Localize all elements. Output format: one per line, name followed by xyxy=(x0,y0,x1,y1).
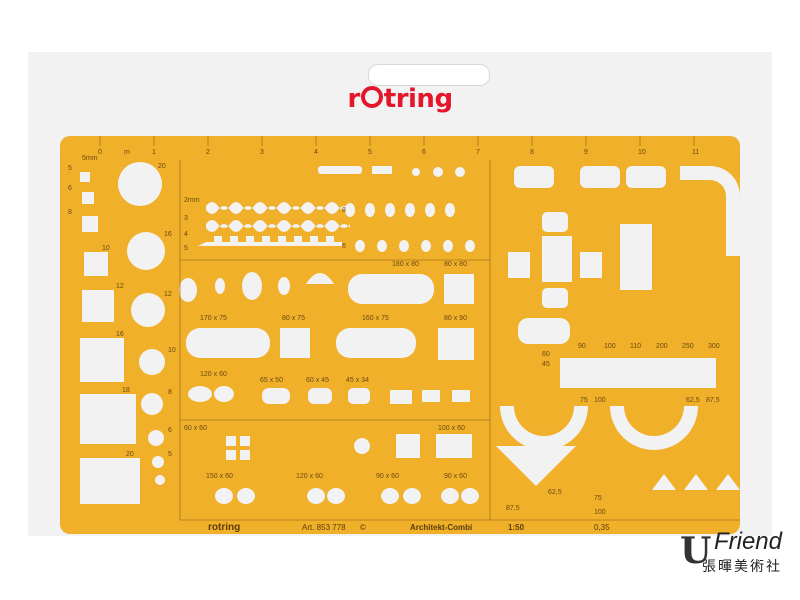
watermark-u-icon: U xyxy=(680,530,712,572)
svg-text:160 x 75: 160 x 75 xyxy=(362,315,389,322)
svg-text:250: 250 xyxy=(682,343,694,350)
svg-text:3: 3 xyxy=(260,149,264,156)
svg-text:80 x 90: 80 x 90 xyxy=(444,315,467,322)
svg-text:©: © xyxy=(360,523,366,532)
svg-text:150 x 60: 150 x 60 xyxy=(206,473,233,480)
svg-text:87,5: 87,5 xyxy=(706,397,720,404)
svg-text:6: 6 xyxy=(168,427,172,434)
svg-text:10: 10 xyxy=(638,149,646,156)
svg-text:8: 8 xyxy=(168,389,172,396)
svg-text:7: 7 xyxy=(476,149,480,156)
stencil-footer: rotring Art. 853 778 © Architekt-Combi 1… xyxy=(208,522,610,533)
svg-text:18: 18 xyxy=(122,387,130,394)
svg-text:100: 100 xyxy=(594,397,606,404)
svg-text:5: 5 xyxy=(168,451,172,458)
svg-text:11: 11 xyxy=(692,149,699,156)
svg-text:87,5: 87,5 xyxy=(506,505,520,512)
svg-text:6: 6 xyxy=(422,149,426,156)
svg-text:65 x 50: 65 x 50 xyxy=(260,377,283,384)
svg-text:8: 8 xyxy=(530,149,534,156)
svg-text:0,35: 0,35 xyxy=(594,523,610,532)
svg-text:170 x 75: 170 x 75 xyxy=(200,315,227,322)
svg-text:m: m xyxy=(124,149,130,156)
svg-text:60 x 60: 60 x 60 xyxy=(184,425,207,432)
svg-text:100: 100 xyxy=(604,343,616,350)
svg-text:9: 9 xyxy=(584,149,588,156)
svg-text:90: 90 xyxy=(578,343,586,350)
svg-text:90 x 60: 90 x 60 xyxy=(444,473,467,480)
svg-text:80 x 80: 80 x 80 xyxy=(444,261,467,268)
svg-text:6: 6 xyxy=(68,185,72,192)
svg-text:110: 110 xyxy=(630,343,641,350)
svg-text:8: 8 xyxy=(342,207,346,214)
svg-text:45 x 34: 45 x 34 xyxy=(346,377,369,384)
watermark: U Friend 張暉美術社 xyxy=(680,528,782,575)
logo-ring-icon xyxy=(360,86,383,108)
svg-text:4: 4 xyxy=(314,149,318,156)
svg-text:16: 16 xyxy=(116,331,124,338)
svg-text:62,5: 62,5 xyxy=(686,397,700,404)
ruler xyxy=(99,136,740,521)
svg-text:12: 12 xyxy=(116,283,124,290)
svg-text:90 x 60: 90 x 60 xyxy=(376,473,399,480)
stencil-labels: 0 m 1 2 3 4 5 6 7 8 9 10 11 5mm 20 16 12… xyxy=(68,149,720,516)
svg-text:120 x 60: 120 x 60 xyxy=(296,473,323,480)
svg-text:20: 20 xyxy=(126,451,134,458)
svg-text:80 x 75: 80 x 75 xyxy=(282,315,305,322)
svg-text:100 x 60: 100 x 60 xyxy=(438,425,465,432)
svg-text:10: 10 xyxy=(102,245,110,252)
stencil-body xyxy=(60,136,740,534)
svg-text:45: 45 xyxy=(542,361,550,368)
svg-text:200: 200 xyxy=(656,343,668,350)
svg-text:Art. 853 778: Art. 853 778 xyxy=(302,523,346,532)
svg-text:rotring: rotring xyxy=(208,522,240,533)
svg-text:1:50: 1:50 xyxy=(508,523,525,532)
svg-text:16: 16 xyxy=(164,231,172,238)
svg-text:180 x 80: 180 x 80 xyxy=(392,261,419,268)
hang-hole xyxy=(368,64,490,86)
svg-text:5: 5 xyxy=(184,245,188,252)
svg-text:Architekt-Combi: Architekt-Combi xyxy=(410,523,472,532)
svg-text:75: 75 xyxy=(580,397,588,404)
svg-text:60 x 45: 60 x 45 xyxy=(306,377,329,384)
svg-text:4: 4 xyxy=(184,231,188,238)
svg-text:8: 8 xyxy=(68,209,72,216)
svg-text:100: 100 xyxy=(594,509,606,516)
svg-text:5: 5 xyxy=(68,165,72,172)
svg-text:300: 300 xyxy=(708,343,720,350)
svg-text:0: 0 xyxy=(98,149,102,156)
svg-text:6: 6 xyxy=(342,243,346,250)
svg-text:60: 60 xyxy=(542,351,550,358)
architect-stencil: 0 m 1 2 3 4 5 6 7 8 9 10 11 5mm 20 16 12… xyxy=(60,136,740,534)
svg-text:5: 5 xyxy=(368,149,372,156)
svg-text:2: 2 xyxy=(206,149,210,156)
svg-text:2mm: 2mm xyxy=(184,197,200,204)
svg-text:75: 75 xyxy=(594,495,602,502)
svg-text:5mm: 5mm xyxy=(82,155,98,162)
svg-text:20: 20 xyxy=(158,163,166,170)
svg-text:120 x 60: 120 x 60 xyxy=(200,371,227,378)
svg-text:12: 12 xyxy=(164,291,172,298)
svg-text:10: 10 xyxy=(168,347,176,354)
svg-text:3: 3 xyxy=(184,215,188,222)
svg-text:1: 1 xyxy=(152,149,156,156)
svg-text:62,5: 62,5 xyxy=(548,489,562,496)
